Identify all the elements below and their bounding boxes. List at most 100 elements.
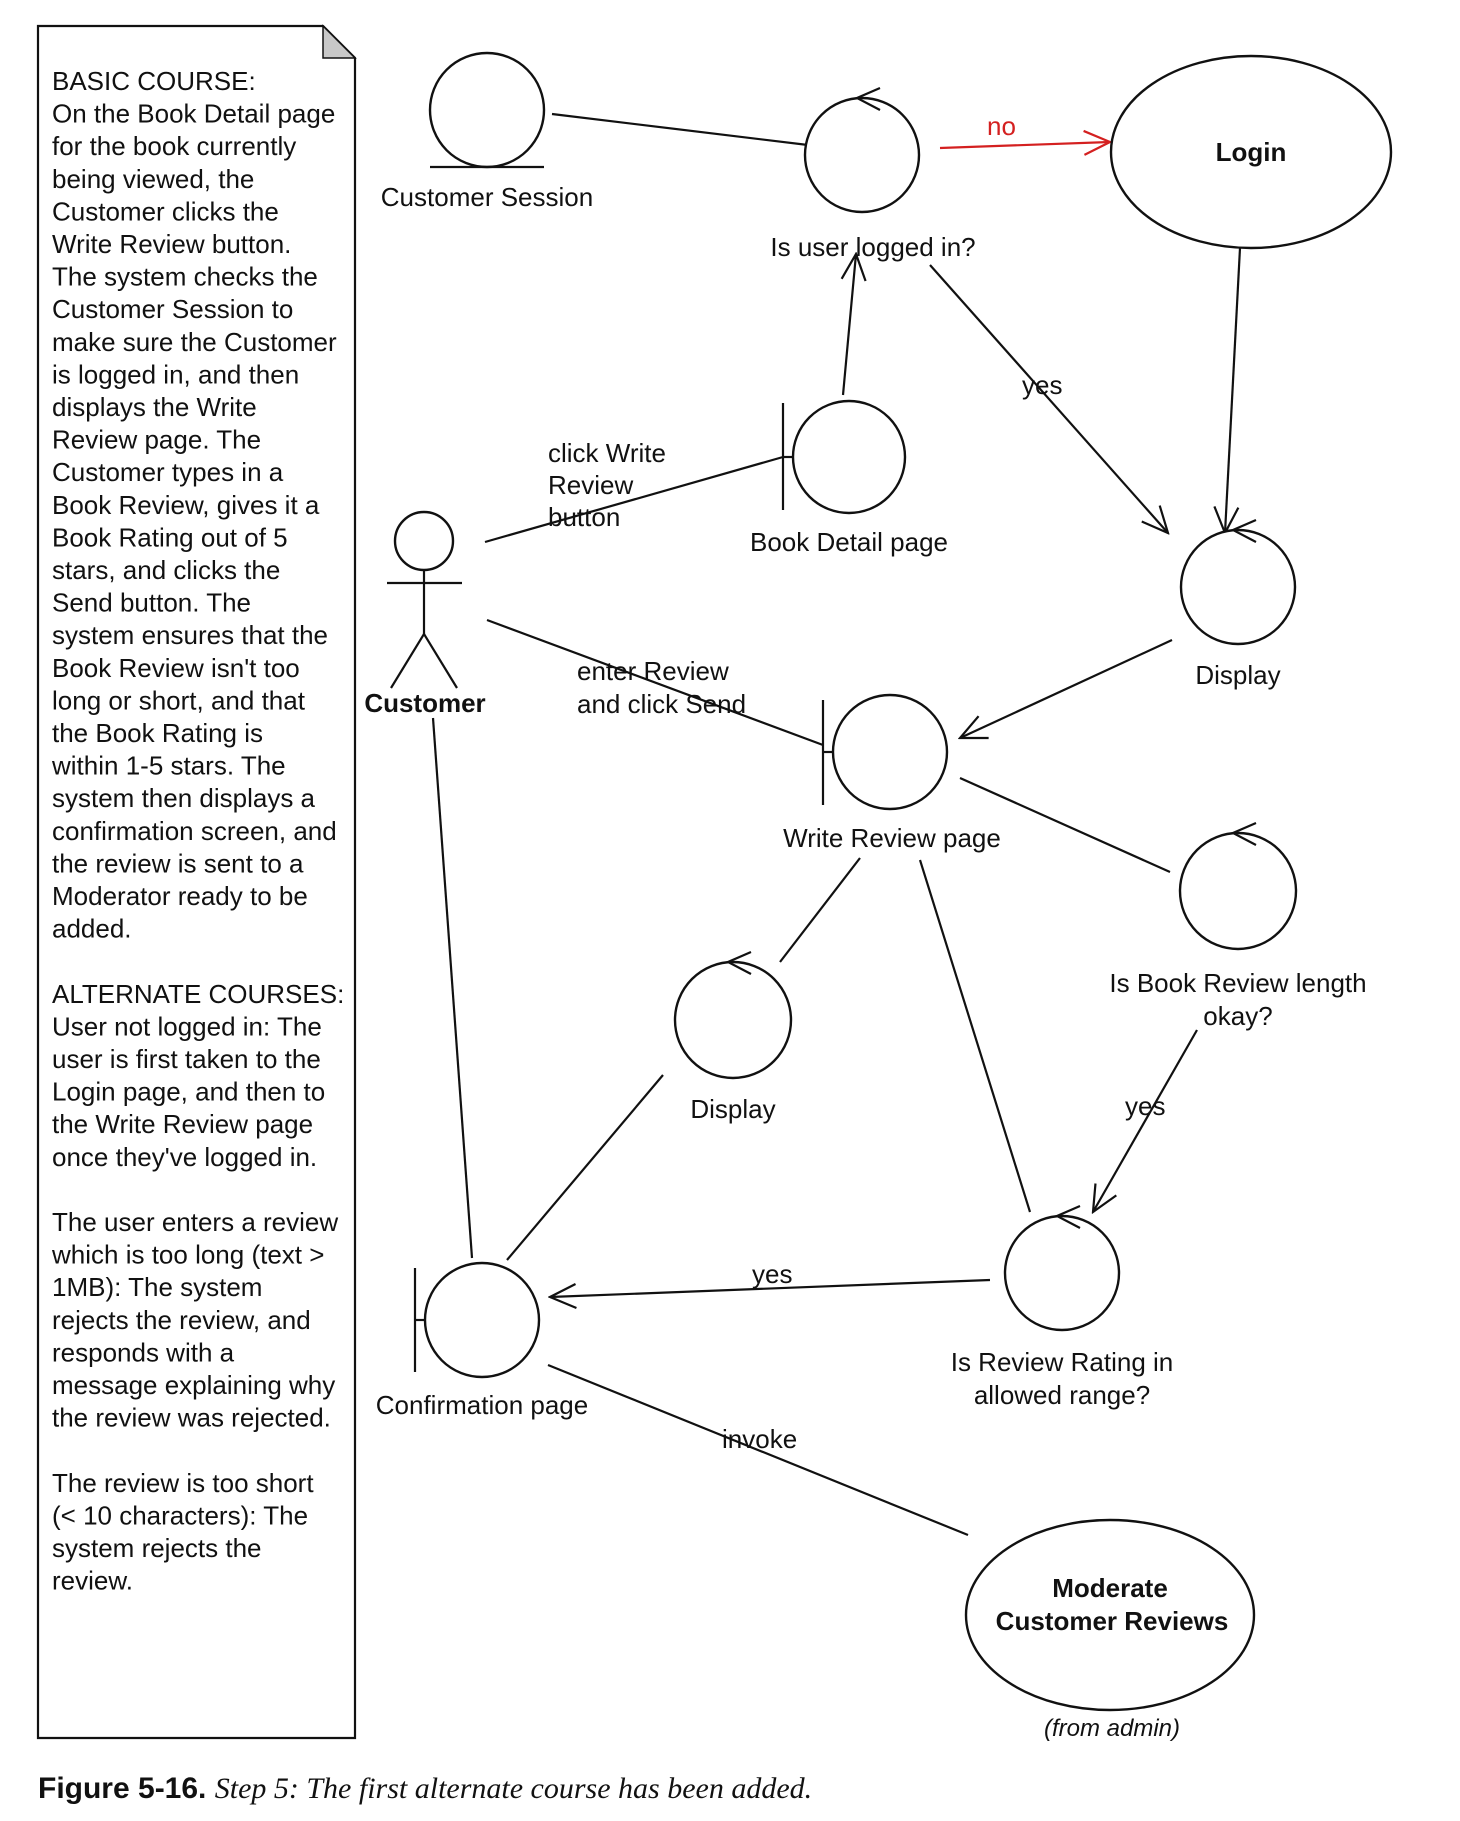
controller-arrowhead: [1230, 518, 1257, 543]
boundary-confirmation: Confirmation page: [376, 1261, 588, 1420]
note-line: long or short, and that: [52, 685, 306, 715]
note-line: The system checks the: [52, 262, 318, 292]
label-customer: Customer: [364, 688, 485, 718]
note-line: the review was rejected.: [52, 1403, 331, 1433]
caption-text: Step 5: The first alternate course has b…: [214, 1772, 813, 1805]
label-is-length-ok-1: Is Book Review length: [1109, 968, 1366, 998]
controller-arrowhead: [854, 86, 881, 111]
note-line: which is too long (text >: [51, 1240, 324, 1270]
label-moderate-2: Customer Reviews: [996, 1606, 1229, 1636]
controller-arrowhead: [1054, 1204, 1081, 1229]
note-line: The user enters a review: [52, 1207, 338, 1237]
label-is-logged-in: Is user logged in?: [770, 232, 975, 262]
note-line: Customer Session to: [52, 294, 293, 324]
edge-labels: no yes click Write Review button enter R…: [548, 111, 1165, 1454]
note-line: system ensures that the: [52, 620, 328, 650]
boundary-book-detail: Book Detail page: [750, 399, 948, 557]
controller-display-top: Display: [1179, 518, 1297, 690]
actor-right-leg: [423, 633, 458, 689]
edge-bookdetail-loggedin: [843, 254, 856, 396]
controller-arrowhead: [1230, 821, 1257, 846]
label-display-mid: Display: [690, 1094, 775, 1124]
edge-label-yes-rating: yes: [752, 1259, 792, 1289]
note-line: within 1-5 stars. The: [51, 751, 286, 781]
usecase-moderate-reviews: Moderate Customer Reviews (from admin): [964, 1518, 1256, 1742]
usecase-login: Login: [1109, 54, 1393, 250]
note-line: Customer clicks the: [52, 196, 279, 226]
note-line: message explaining why: [52, 1370, 335, 1400]
edge-customer-confirmation: [431, 717, 474, 1259]
note-line: once they've logged in.: [52, 1142, 317, 1172]
edges: [431, 112, 1242, 1537]
edge-yes-length-rating: [1093, 1029, 1198, 1212]
controller-display-mid: Display: [673, 950, 793, 1124]
note-line: Customer types in a: [52, 457, 284, 487]
note-line: confirmation screen, and: [52, 816, 337, 846]
note-corner-fold: [322, 24, 357, 59]
edge-customer-writereview: [486, 618, 824, 747]
edge-writereview-display: [779, 857, 861, 963]
note-line: Book Review, gives it a: [52, 490, 320, 520]
note-line: stars, and clicks the: [52, 555, 280, 585]
edge-label-no: no: [987, 111, 1016, 141]
controller-arrowhead: [725, 950, 752, 975]
edge-label-click-3: button: [548, 502, 620, 532]
edge-label-click-1: click Write: [548, 438, 666, 468]
note-line: displays the Write: [52, 392, 257, 422]
edge-invoke-moderate: [547, 1363, 969, 1537]
edge-writereview-rating: [918, 859, 1032, 1213]
edge-writereview-length: [959, 776, 1171, 874]
label-display-top: Display: [1195, 660, 1280, 690]
label-confirmation: Confirmation page: [376, 1390, 588, 1420]
note-line: is logged in, and then: [52, 359, 299, 389]
note-line: system then displays a: [52, 783, 316, 813]
label-is-rating-ok-1: Is Review Rating in: [951, 1347, 1174, 1377]
controller-is-length-ok: Is Book Review length okay?: [1109, 821, 1367, 1031]
note-line: for the book currently: [52, 131, 296, 161]
label-login: Login: [1216, 137, 1287, 167]
note-line: ALTERNATE COURSES:: [52, 979, 344, 1009]
edge-label-enter-2: and click Send: [577, 689, 746, 719]
caption-label: Figure 5-16.: [38, 1772, 207, 1805]
edge-yes-rating-confirmation: [550, 1278, 991, 1297]
edge-yes-display: [929, 264, 1168, 533]
note-line: Review page. The: [52, 425, 261, 455]
label-is-length-ok-2: okay?: [1203, 1001, 1272, 1031]
label-is-rating-ok-2: allowed range?: [974, 1380, 1150, 1410]
edge-customer-bookdetail: [484, 455, 784, 544]
edge-label-enter-1: enter Review: [577, 656, 729, 686]
figure-caption: Figure 5-16. Step 5: The first alternate…: [38, 1772, 812, 1806]
controller-is-rating-ok: Is Review Rating in allowed range?: [951, 1204, 1174, 1410]
note-line: Login page, and then to: [52, 1077, 325, 1107]
note-line: being viewed, the: [52, 164, 254, 194]
note-line: the review is sent to a: [52, 848, 304, 878]
edge-display-confirmation: [506, 1074, 664, 1261]
edge-label-invoke: invoke: [722, 1424, 797, 1454]
label-from-admin: (from admin): [1044, 1715, 1180, 1742]
note-line: Moderator ready to be: [52, 881, 308, 911]
note-line: Write Review button.: [52, 229, 291, 259]
label-moderate-1: Moderate: [1052, 1573, 1168, 1603]
label-book-detail: Book Detail page: [750, 527, 948, 557]
note-line: User not logged in: The: [52, 1011, 322, 1041]
note-line: added.: [52, 914, 132, 944]
boundary-write-review: Write Review page: [783, 693, 1001, 853]
label-customer-session: Customer Session: [381, 182, 593, 212]
note-line: user is first taken to the: [52, 1044, 321, 1074]
note-line: system rejects the: [52, 1533, 262, 1563]
note-line: Send button. The: [52, 588, 251, 618]
note-line: On the Book Detail page: [52, 99, 335, 129]
note-line: The review is too short: [52, 1468, 314, 1498]
entity-customer-session: Customer Session: [381, 51, 593, 212]
edge-login-display: [1225, 247, 1242, 533]
note-line: 1MB): The system: [52, 1272, 262, 1302]
note-line: the Book Rating is: [52, 718, 263, 748]
edge-label-yes-length: yes: [1125, 1091, 1165, 1121]
note-line: BASIC COURSE:: [52, 66, 256, 96]
note-line: Book Review isn't too: [52, 653, 300, 683]
edge-label-yes-display: yes: [1022, 370, 1062, 400]
note-line: Book Rating out of 5: [52, 522, 288, 552]
note-line: rejects the review, and: [52, 1305, 311, 1335]
